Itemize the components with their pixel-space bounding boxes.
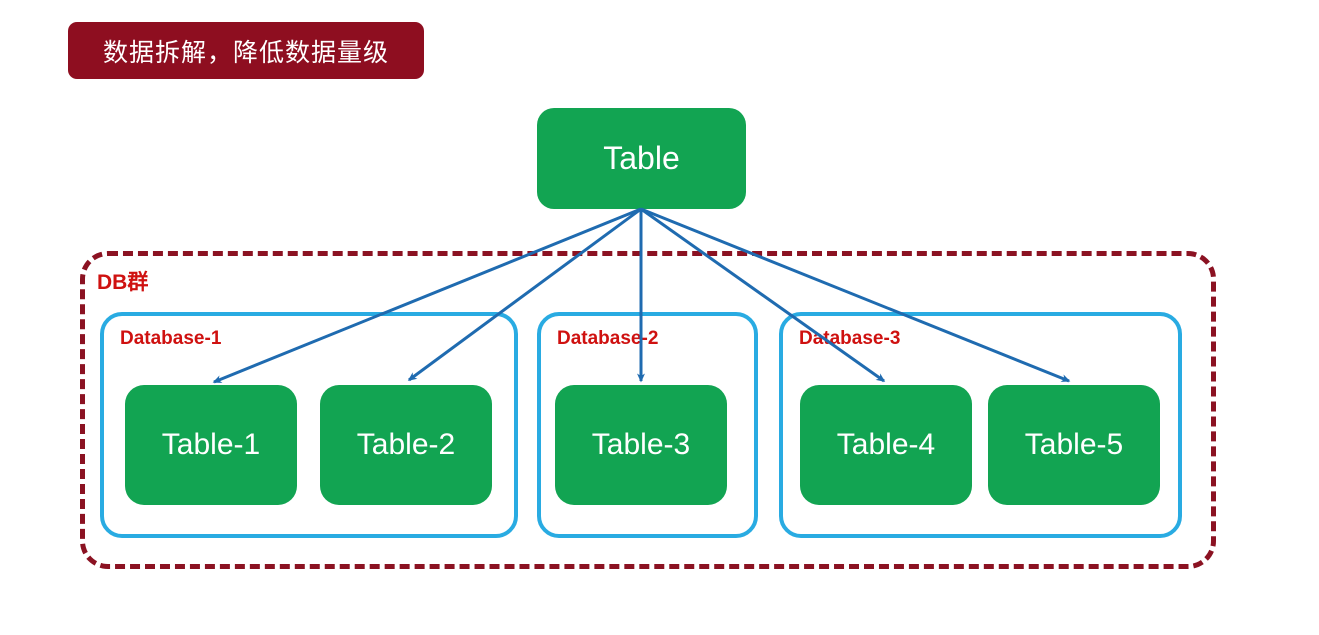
database-2-group: Database-2 Table-3: [537, 312, 758, 538]
database-3-group: Database-3 Table-4 Table-5: [779, 312, 1182, 538]
table-5-label: Table-5: [1024, 428, 1124, 461]
table-1-label: Table-1: [161, 428, 261, 461]
title-banner: 数据拆解，降低数据量级: [68, 22, 424, 79]
database-2-label: Database-2: [557, 328, 659, 349]
table-3-label: Table-3: [591, 428, 691, 461]
table-5-node: Table-5: [988, 385, 1160, 505]
root-table-node: Table: [537, 108, 746, 209]
table-4-label: Table-4: [836, 428, 936, 461]
root-table-label: Table: [603, 140, 680, 176]
table-3-node: Table-3: [555, 385, 727, 505]
table-2-label: Table-2: [356, 428, 456, 461]
table-1-node: Table-1: [125, 385, 297, 505]
table-4-node: Table-4: [800, 385, 972, 505]
db-cluster-label: DB群: [97, 271, 149, 294]
database-3-label: Database-3: [799, 328, 901, 349]
db-cluster-group: DB群 Database-1 Table-1 Table-2 Database-…: [80, 251, 1216, 569]
database-1-group: Database-1 Table-1 Table-2: [100, 312, 518, 538]
table-2-node: Table-2: [320, 385, 492, 505]
title-banner-label: 数据拆解，降低数据量级: [102, 39, 389, 67]
database-1-label: Database-1: [120, 328, 222, 349]
